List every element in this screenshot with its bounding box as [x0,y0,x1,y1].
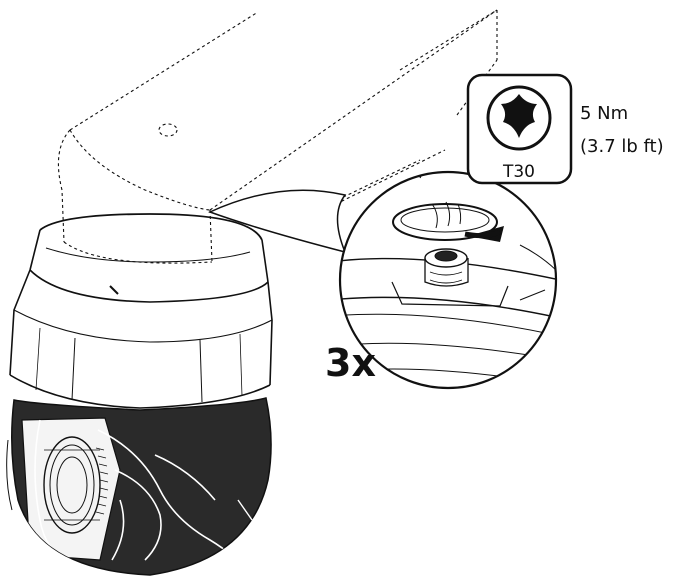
torx-bit-icon [486,85,552,151]
clockwise-arrow-icon [392,203,498,241]
torque-metric: 5 Nm [580,103,628,124]
torx-screw-icon [424,248,469,287]
camera-dome [6,397,272,576]
torque-imperial: (3.7 lb ft) [580,136,664,157]
ptz-camera [9,213,273,409]
repeat-count: 3x [325,341,376,385]
bit-size-label: T30 [502,162,535,182]
zoom-detail [338,170,558,390]
tool-spec-box: T30 [466,73,573,185]
zoom-callout [208,189,347,254]
mount-bracket [57,9,498,264]
